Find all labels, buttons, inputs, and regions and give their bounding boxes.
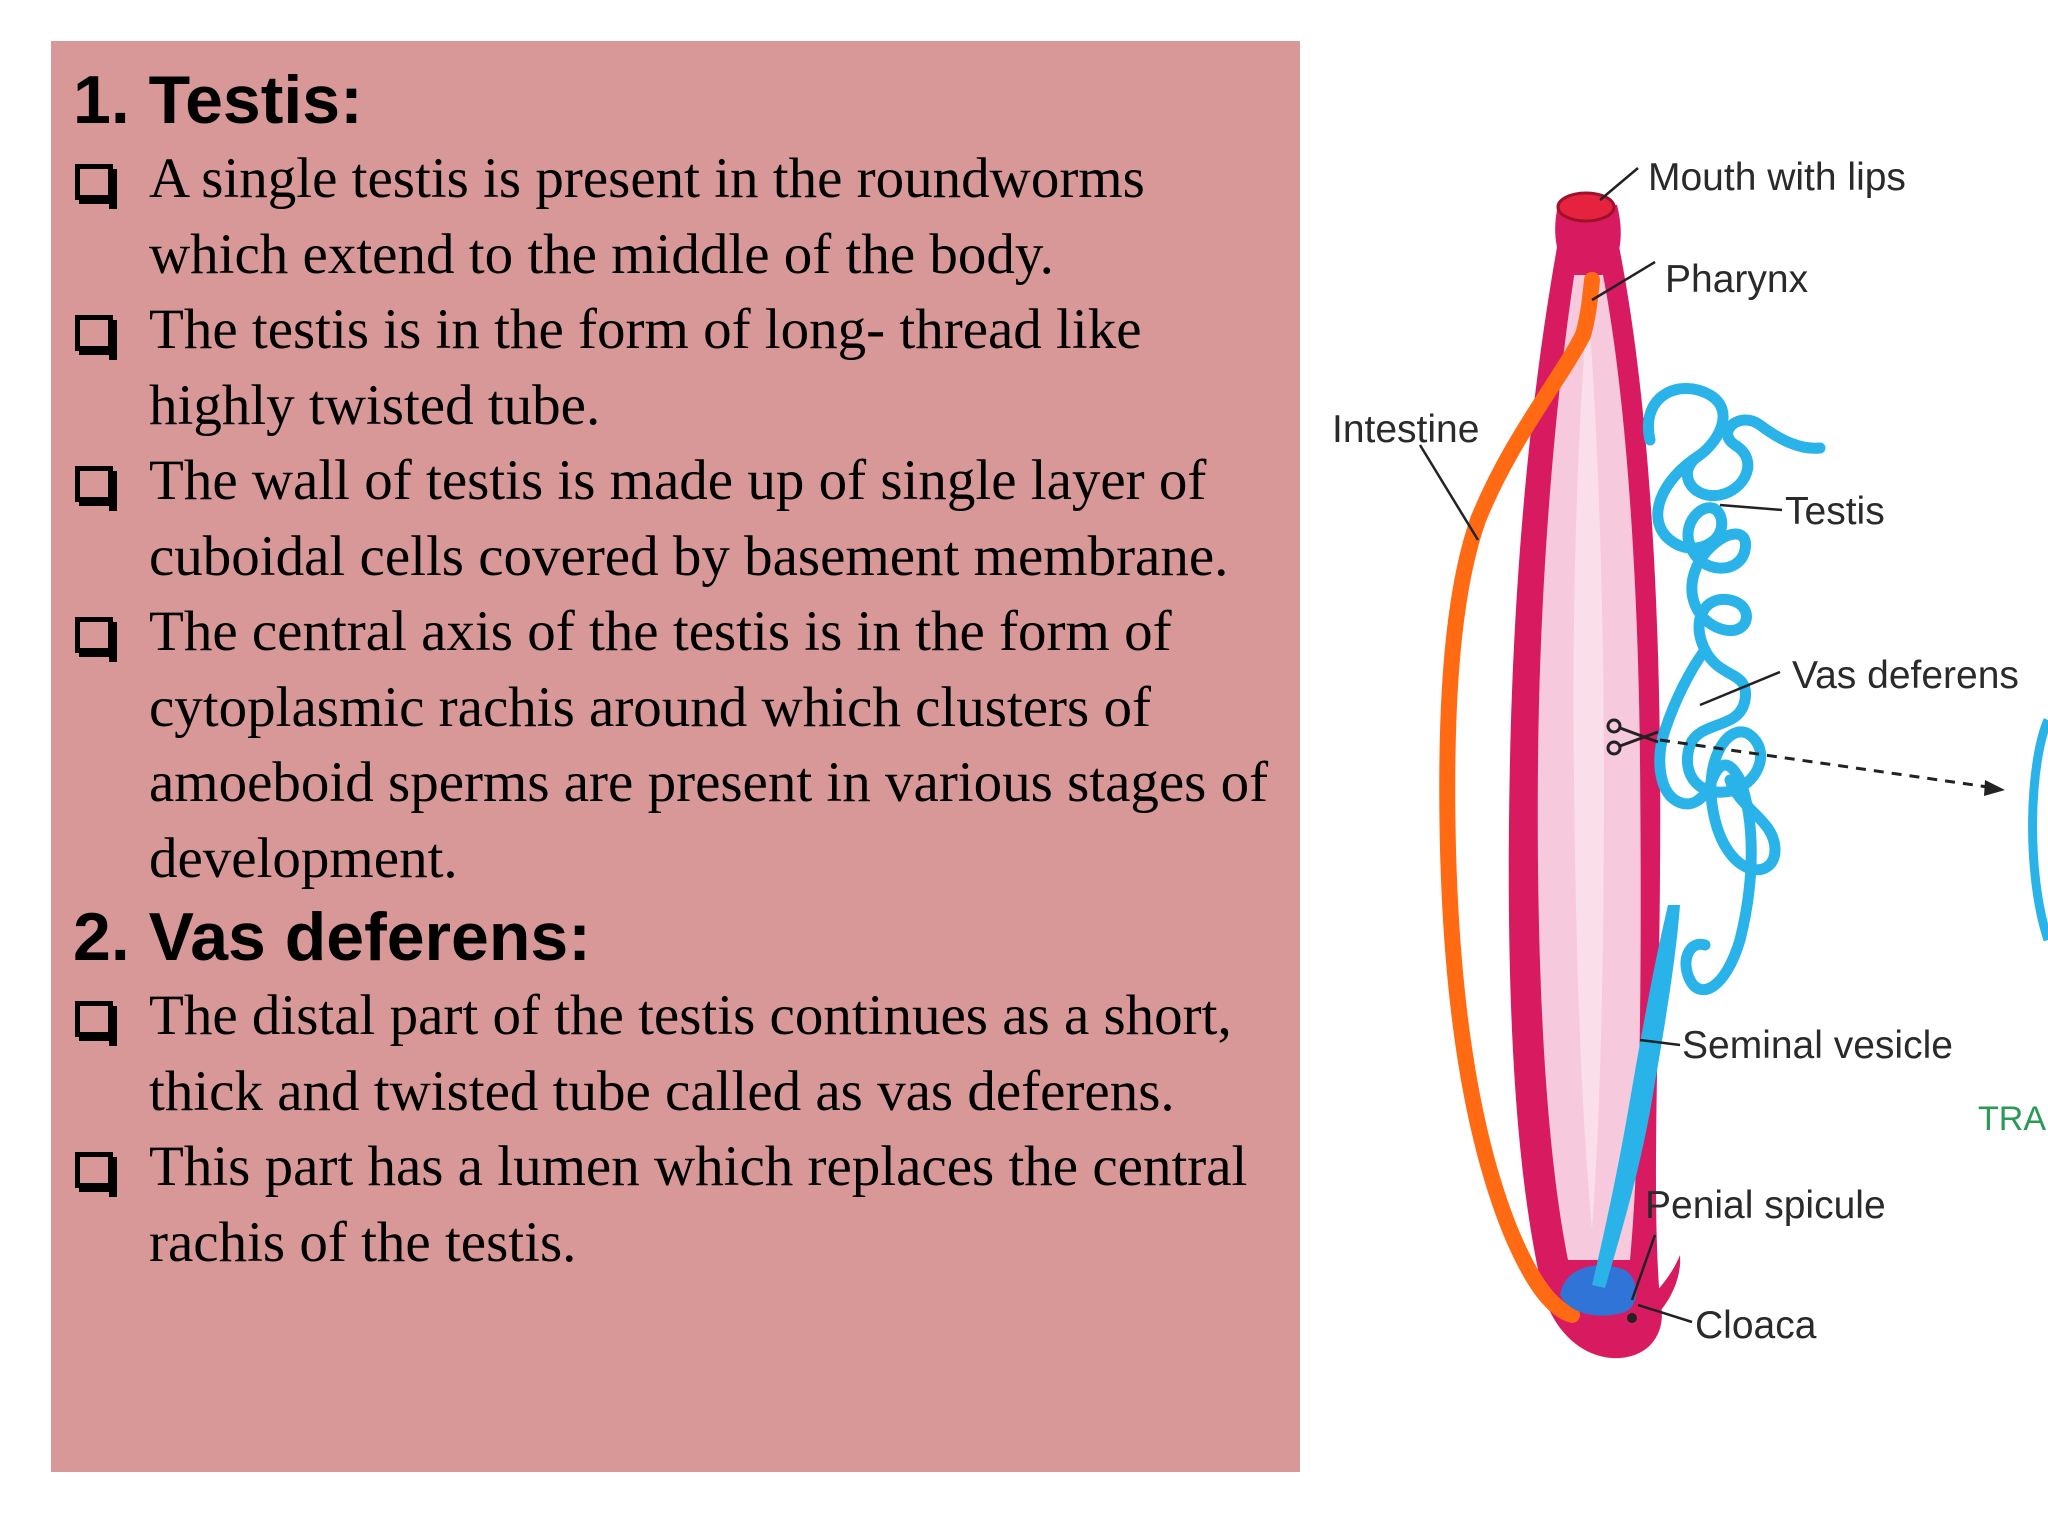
list-item: This part has a lumen which replaces the… bbox=[73, 1129, 1280, 1280]
arrow-head bbox=[1984, 780, 2005, 796]
penial-spicule-tip bbox=[1627, 1313, 1637, 1323]
label-penial-spicule: Penial spicule bbox=[1645, 1184, 1886, 1227]
label-testis: Testis bbox=[1785, 490, 1885, 533]
label-pharynx: Pharynx bbox=[1665, 258, 1809, 301]
seminal-vesicle bbox=[1592, 905, 1680, 1288]
label-mouth-with-lips: Mouth with lips bbox=[1648, 156, 1906, 199]
dashed-arrow bbox=[1659, 738, 1996, 790]
leader-lines bbox=[1418, 167, 1783, 1324]
checkbox-bullet-icon bbox=[75, 315, 117, 360]
section-heading-vas-deferens: 2. Vas deferens: bbox=[73, 899, 591, 975]
head bbox=[1555, 205, 1621, 275]
list-item: A single testis is present in the roundw… bbox=[73, 141, 1280, 292]
mouth-lips bbox=[1556, 191, 1616, 223]
checkbox-bullet-icon bbox=[75, 1001, 117, 1046]
list-item: The distal part of the testis continues … bbox=[73, 978, 1280, 1129]
text-panel: 1. Testis: A single testis is present in… bbox=[51, 41, 1300, 1472]
list-item: The wall of testis is made up of single … bbox=[73, 443, 1280, 594]
cross-section-partial bbox=[2028, 718, 2048, 942]
list-item: The testis is in the form of long- threa… bbox=[73, 292, 1280, 443]
label-vas-deferens: Vas deferens bbox=[1792, 654, 2019, 697]
checkbox-bullet-icon bbox=[75, 466, 117, 511]
list-item: The central axis of the testis is in the… bbox=[73, 594, 1280, 896]
testis-bullet-list: A single testis is present in the roundw… bbox=[73, 141, 1280, 896]
cloaca bbox=[1560, 1265, 1637, 1316]
cavity-highlight bbox=[1573, 300, 1604, 1230]
label-tra-partial: TRA bbox=[1978, 1100, 2046, 1138]
testis bbox=[1643, 383, 1826, 876]
vas-deferens-bullet-list: The distal part of the testis continues … bbox=[73, 978, 1280, 1280]
label-intestine: Intestine bbox=[1332, 408, 1479, 451]
penial-spicule bbox=[1625, 1255, 1681, 1330]
vas-deferens bbox=[1654, 644, 1757, 995]
roundworm-male-reproductive-diagram: Mouth with lips Pharynx Intestine Testis… bbox=[1332, 156, 2048, 1359]
section-heading-testis: 1. Testis: bbox=[73, 62, 363, 138]
label-cloaca: Cloaca bbox=[1695, 1304, 1817, 1347]
intestine bbox=[1439, 327, 1591, 1323]
checkbox-bullet-icon bbox=[75, 617, 117, 662]
pharynx bbox=[1575, 272, 1600, 343]
checkbox-bullet-icon bbox=[75, 164, 117, 209]
checkbox-bullet-icon bbox=[75, 1152, 117, 1197]
label-seminal-vesicle: Seminal vesicle bbox=[1682, 1024, 1953, 1067]
scissors-icon bbox=[1606, 718, 1659, 756]
